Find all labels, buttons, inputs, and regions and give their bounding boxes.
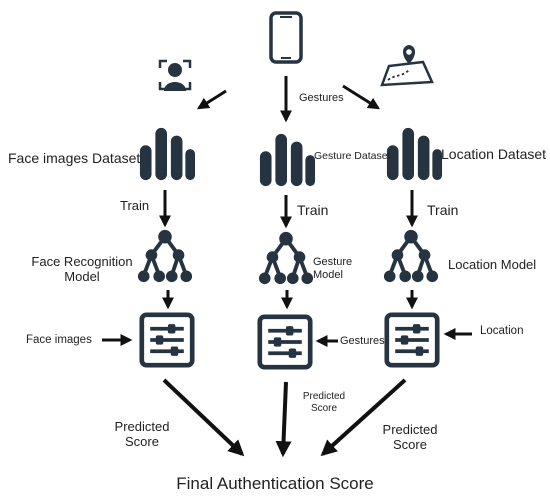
gesture-model-label-line2: Model [313, 268, 343, 281]
gesture-train-label: Train [297, 202, 329, 218]
location-model-label: Location Model [448, 257, 537, 272]
gestures-source-label: Gestures [299, 92, 344, 104]
location-predicted-score-label: Predicted Score [382, 422, 438, 453]
face-scan-icon [158, 59, 192, 91]
face-dataset-icon [139, 127, 196, 181]
gesture-score-arrow [275, 381, 292, 458]
gesture-predicted-line1: Predicted [302, 391, 346, 402]
smartphone-icon [269, 11, 303, 64]
face-predictor-icon [142, 315, 192, 365]
gesture-predictor-icon [260, 317, 310, 367]
gesture-predicted-score-label: Predicted Score [303, 391, 345, 414]
face-model-icon [136, 228, 194, 285]
gesture-model-label: Gesture Model [313, 256, 352, 281]
gesture-model-icon [257, 230, 315, 287]
location-dataset-icon [386, 127, 443, 181]
face-predicted-line1: Predicted [114, 419, 170, 434]
gestures-input-label: Gestures [340, 335, 385, 347]
face-predicted-score-label: Predicted Score [114, 419, 170, 450]
map-pin-icon [380, 45, 434, 87]
face-score-arrow [162, 378, 245, 457]
face-predicted-line2: Score [125, 433, 159, 449]
face-source-arrow [196, 89, 227, 110]
face-dataset-label: Face images Dataset [8, 150, 141, 166]
gesture-model-label-line1: Gesture [313, 256, 353, 268]
location-predicted-line2: Score [393, 436, 427, 452]
face-train-label: Train [120, 198, 150, 213]
location-predicted-line1: Predicted [382, 422, 438, 437]
gesture-dataset-label: Gesture Dataset [314, 150, 391, 162]
face-model-label-line1: Face Recognition [31, 254, 133, 269]
face-model-label: Face Recognition Model [31, 254, 133, 285]
location-input-label: Location [480, 325, 524, 337]
face-model-label-line2: Model [64, 268, 100, 284]
location-source-arrow [342, 84, 381, 110]
location-train-label: Train [427, 202, 459, 218]
face-images-input-label: Face images [26, 334, 92, 346]
final-authentication-score-label: Final Authentication Score [176, 474, 374, 493]
gesture-predicted-line2: Score [310, 402, 338, 414]
location-predictor-icon [387, 315, 437, 365]
location-model-icon [382, 228, 440, 285]
gesture-dataset-icon [259, 133, 316, 187]
location-dataset-label: Location Dataset [441, 146, 547, 162]
location-score-arrow [320, 378, 407, 457]
